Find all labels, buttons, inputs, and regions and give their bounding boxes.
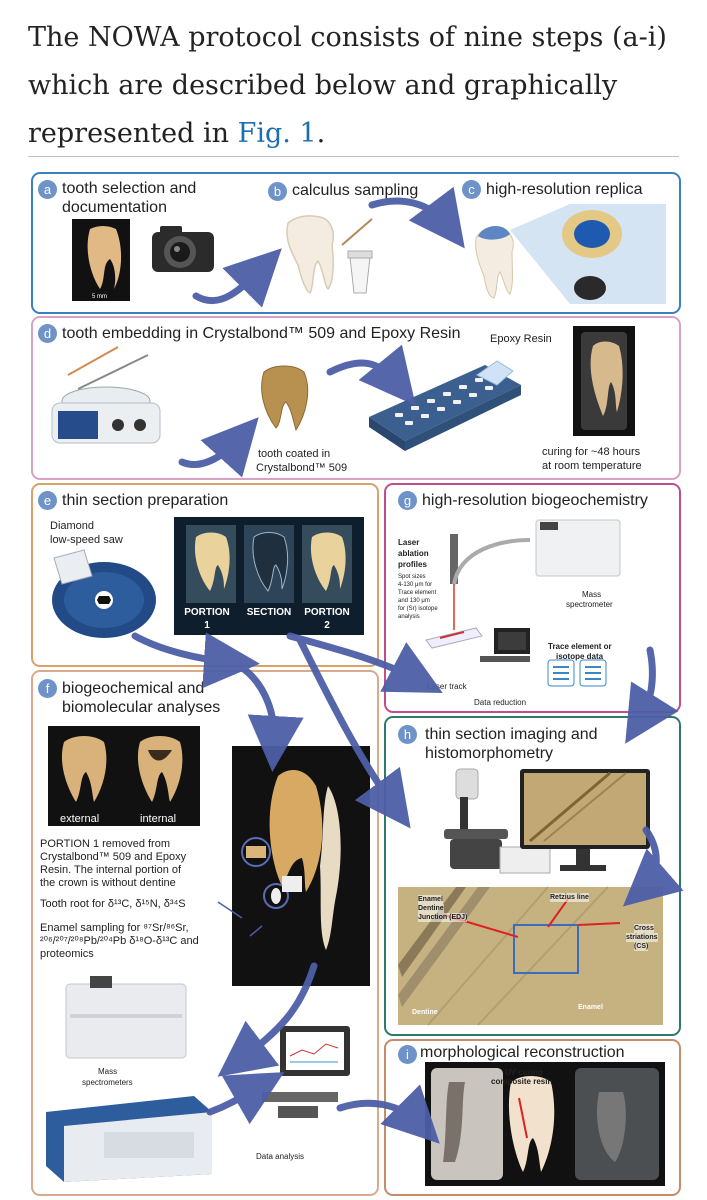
enamel-note-line1: Enamel sampling for ⁸⁷Sr/⁸⁶Sr, [40,922,189,934]
intro-text: The NOWA protocol consists of nine steps… [28,22,667,149]
mass-spec-label-line1: Mass [582,590,602,599]
cs-label-line1: Cross [634,924,654,933]
intro-paragraph: The NOWA protocol consists of nine steps… [28,14,688,158]
laser-desc-line6: analysis [398,614,420,620]
sections-drawing [186,525,352,603]
trace-label-line2: isotope data [556,652,604,661]
second-spectrometer-drawing [46,1096,212,1182]
badge-c: c [462,180,481,199]
laser-desc-line3: Trace element [398,590,437,596]
hot-plate-drawing [51,346,161,444]
edj-label-line1: Enamel [418,895,443,904]
laser-desc-line1: Spot sizes [398,574,426,580]
badge-e: e [38,491,57,510]
laser-desc-line2: 4-130 μm for [398,582,433,588]
replica-drawing [475,204,666,304]
panel-i-title: morphological reconstruction [420,1044,625,1061]
curing-label-line1: curing for ~48 hours [542,446,641,458]
la-icp-ms-drawing [425,519,621,687]
computer-drawing [262,1026,350,1118]
panel-f-title-line2: biomolecular analyses [62,699,221,716]
panel-a-title-line2: documentation [62,199,167,216]
tooth-photo-drawing [87,226,122,289]
laser-desc-line5: for (Sr) isotope [398,606,438,612]
badge-a: a [38,180,57,199]
mass-spectrometer-drawing [65,976,187,1059]
coated-tooth-drawing [261,365,309,432]
cs-label-line2: striations [626,933,658,942]
enamel-note-line3: proteomics [40,948,94,960]
badge-d: d [38,324,57,343]
portion1-label-line1: PORTION [184,607,230,618]
portion2-label-line1: PORTION [304,607,350,618]
intro-end: . [316,118,326,149]
internal-label: internal [140,813,177,825]
reconstruction-drawing [431,1068,659,1180]
enamel-note-line2: ²⁰⁶/²⁰⁷/²⁰⁸Pb/²⁰⁴Pb δ¹⁸O-δ¹³C and [40,935,199,947]
tooth-root-note: Tooth root for δ¹³C, δ¹⁵N, δ³⁴S [40,898,186,910]
badge-f: f [38,679,57,698]
panel-h-title-line2: histomorphometry [425,745,554,762]
panel-d-title: tooth embedding in Crystalbond™ 509 and … [62,325,461,342]
badge-h: h [398,725,417,744]
laser-track-label: Laser track [427,682,467,691]
portion-note-line1: PORTION 1 removed from [40,838,170,850]
panel-g-title: high-resolution biogeochemistry [422,492,648,509]
mass-spectrometers-label-line2: spectrometers [82,1078,133,1087]
curing-label-line2: at room temperature [542,460,642,472]
uv-label-line1: UV curing [505,1068,543,1077]
badge-b: b [268,182,287,201]
cured-block-drawing [581,332,627,430]
panel-a-title-line1: tooth selection and [62,180,197,197]
edj-label-line2: Dentine [418,904,444,913]
calculus-tooth-drawing [286,215,373,294]
portion-note-line2: Crystalbond™ 509 and Epoxy [40,851,187,863]
portion1-label-line2: 1 [204,620,210,631]
portion-note-line3: Resin. The internal portion of [40,864,182,876]
panel-b-title: calculus sampling [292,182,419,199]
coated-label-line1: tooth coated in [258,448,331,460]
divider [28,156,679,157]
portion2-label-line2: 2 [324,620,330,631]
data-analysis-label: Data analysis [256,1152,305,1161]
enamel-label: Enamel [578,1004,603,1011]
saw-drawing [52,549,156,638]
panel-e-title: thin section preparation [62,492,229,509]
retzius-label: Retzius line [550,893,589,902]
laser-desc-line4: and 130 μm [398,598,430,604]
camera-icon [152,226,214,272]
cs-label-line3: (CS) [634,942,649,951]
badge-i: i [398,1045,417,1064]
sampled-tooth-drawing [241,770,341,950]
scale-label: 5 mm [92,294,107,300]
dentine-label: Dentine [412,1009,438,1016]
external-label: external [60,813,100,825]
coated-label-line2: Crystalbond™ 509 [256,462,348,474]
mold-tray-drawing [369,360,521,451]
saw-label-line2: low-speed saw [50,534,123,546]
microscope-setup-drawing [444,768,650,874]
mass-spec-label-line2: spectrometer [566,600,613,609]
panel-h-title-line1: thin section imaging and [425,726,598,743]
epoxy-label: Epoxy Resin [490,333,552,345]
figure-link[interactable]: Fig. 1 [237,118,317,149]
saw-label-line1: Diamond [50,520,95,532]
section-label: SECTION [246,607,292,618]
edj-label-line3: Junction (EDJ) [418,913,468,922]
data-reduction-label: Data reduction [474,698,527,707]
laser-title-line1: Laser [398,538,420,547]
uv-label-line2: composite resin [491,1077,553,1086]
portion-note-line4: the crown is without dentine [40,877,176,889]
badge-g: g [398,491,417,510]
panel-c-title: high-resolution replica [486,181,643,198]
mass-spectrometers-label-line1: Mass [98,1067,118,1076]
panel-f-title-line1: biogeochemical and [62,680,205,697]
laser-title-line3: profiles [398,560,427,569]
laser-title-line2: ablation [398,549,429,558]
external-internal-drawing [61,736,183,802]
trace-label-line1: Trace element or [548,642,612,651]
